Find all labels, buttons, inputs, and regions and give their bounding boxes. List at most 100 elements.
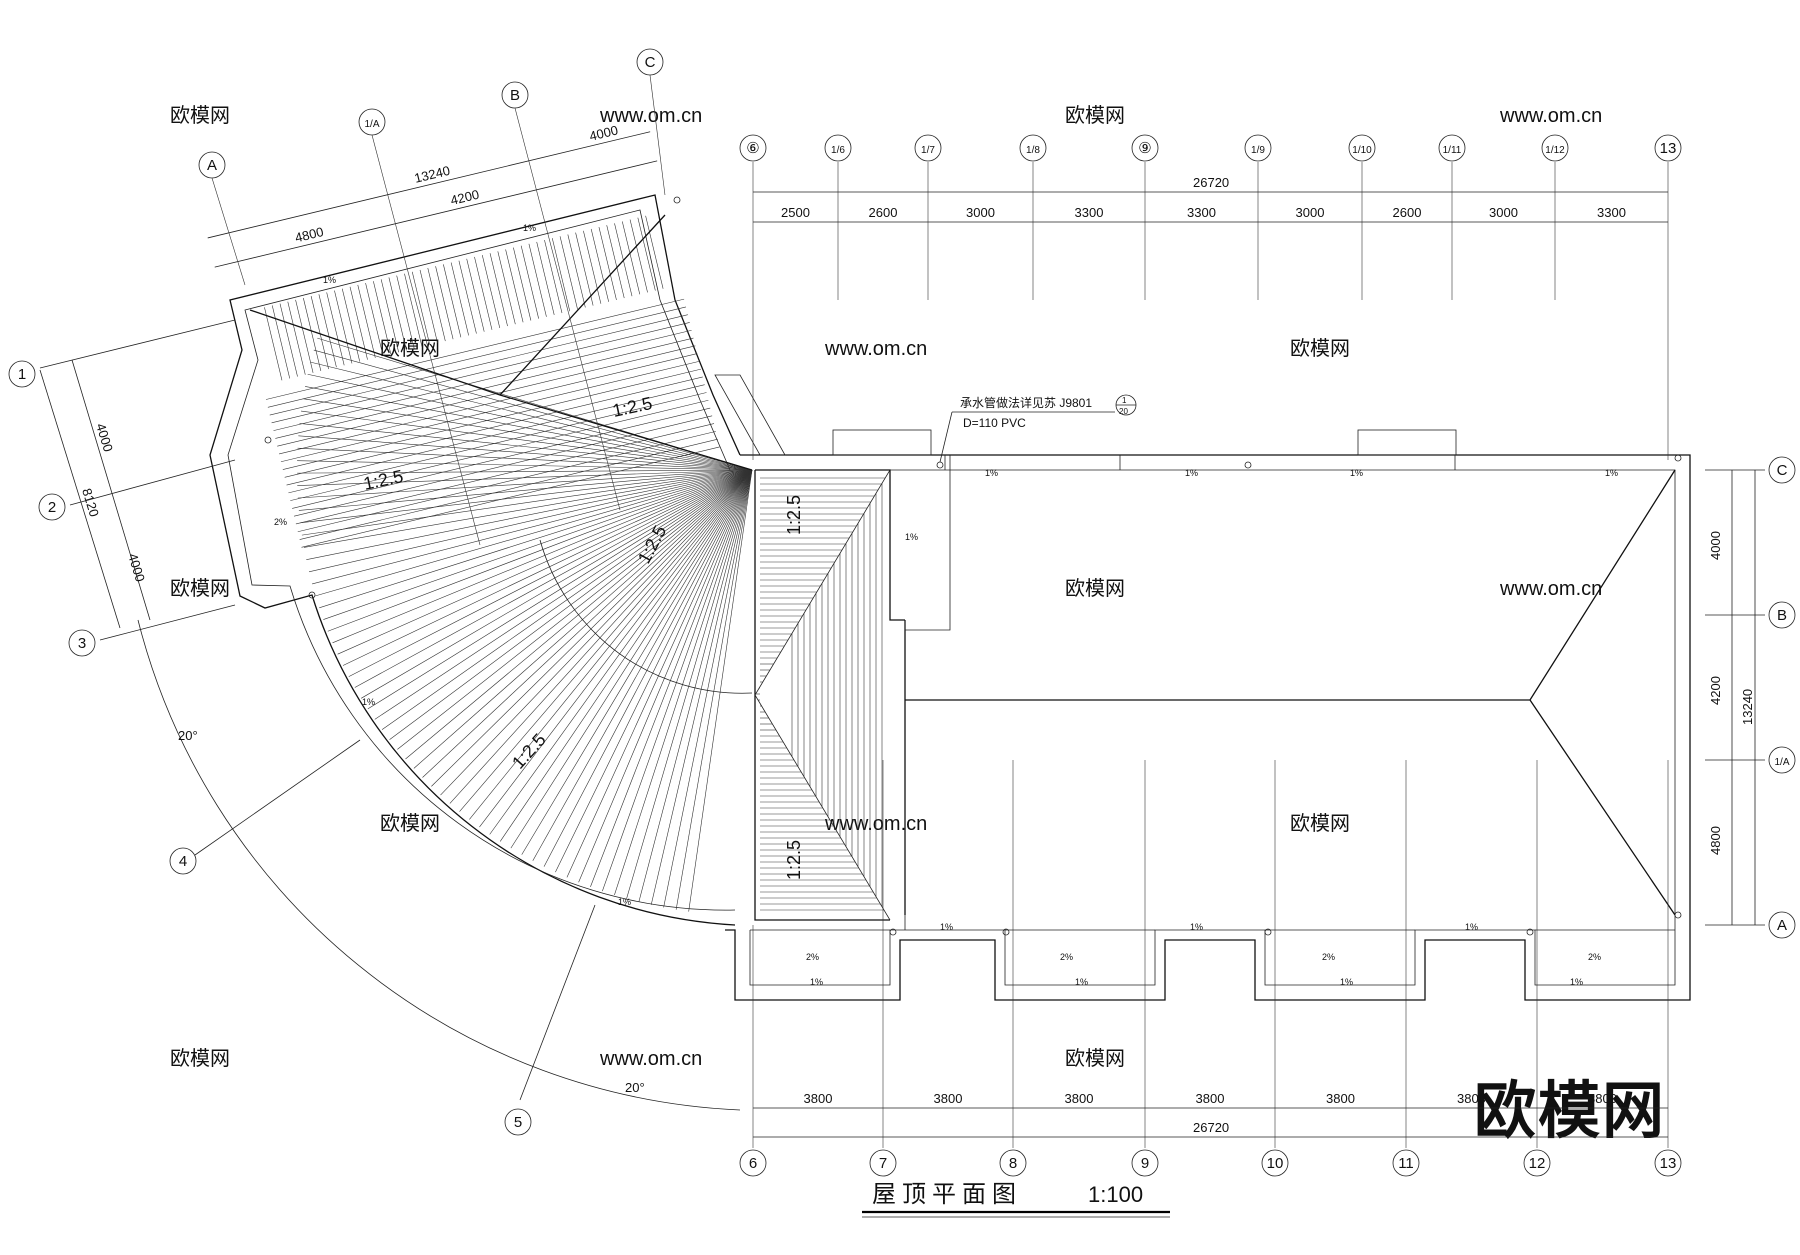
drain-slope-label: 2%	[1060, 952, 1073, 962]
fan-hatch-line	[308, 469, 753, 573]
axis-label: 13	[1660, 1155, 1677, 1172]
drain-slope-label: 1%	[1605, 468, 1618, 478]
hatch-line	[380, 279, 399, 353]
axis-bubble-circle	[8, 360, 36, 388]
hatch-line	[606, 225, 625, 299]
axis-label: 8	[1009, 1155, 1017, 1172]
axis-bubble-bottom: 7	[869, 1149, 897, 1177]
hatch-line	[396, 275, 415, 349]
slope-label: 1:2.5	[784, 840, 804, 880]
axis-bubble-right: C	[1768, 456, 1796, 484]
drain-point	[264, 436, 272, 444]
main-wing-inner-line	[749, 469, 1676, 986]
dim-segment: 3800	[1457, 1091, 1486, 1106]
fan-hatch-line	[313, 349, 753, 471]
dim-segment: 4000	[588, 122, 620, 143]
axis-label: 1/A	[1774, 757, 1789, 768]
slope-label: 1:2.5	[784, 495, 804, 535]
axis-line-1	[39, 319, 236, 369]
curved-wing-roof: 1:2.5 1:2.5 1:2.5 1:2.5 1% 1% 2% 1% 1%	[209, 194, 786, 926]
dim-segment: 2600	[869, 205, 898, 220]
hatch-line	[544, 240, 563, 314]
hatch-line	[489, 253, 508, 327]
fan-hatch-line	[319, 469, 753, 609]
fan-hatch-line	[521, 469, 753, 855]
axis-label: A	[207, 157, 217, 174]
drain-point	[1526, 928, 1534, 936]
fan-hatch-line	[422, 469, 753, 778]
axis-label: ⑨	[1138, 140, 1151, 157]
watermark-layer: 欧模网 www.om.cn 欧模网 www.om.cn 欧模网 www.om.c…	[170, 104, 1664, 1146]
axis-bubble-left: 4	[169, 847, 197, 875]
wing-axis-bubbles: A1/ABC	[198, 48, 666, 546]
axis-bubble-circle	[1131, 1149, 1159, 1177]
drain-slope-label: 2%	[1322, 952, 1335, 962]
watermark: 欧模网	[170, 577, 230, 600]
drain-slope-label: 1%	[362, 697, 375, 707]
axis-bubble-bottom: 6	[739, 1149, 767, 1177]
axis-label: 1/7	[921, 145, 935, 156]
watermark: 欧模网	[1065, 577, 1125, 600]
axis-bubble-circle	[1348, 134, 1376, 162]
axis-bubble-circle	[739, 1149, 767, 1177]
hatch-line	[293, 415, 713, 517]
axis-bubble-circle	[1244, 134, 1272, 162]
axis-bubble-wing: 1/A	[358, 108, 386, 136]
axis-label: 10	[1267, 1155, 1284, 1172]
hatch-line	[277, 345, 696, 447]
fan-hatch-line	[298, 435, 753, 471]
fan-hatch-line	[327, 469, 753, 632]
drain-point	[936, 461, 944, 469]
watermark: 欧模网	[380, 337, 440, 360]
drain-point	[1264, 928, 1272, 936]
drain-point	[889, 928, 897, 936]
hatch-line	[536, 241, 555, 315]
dim-total: 13240	[413, 163, 452, 186]
hatch-line	[295, 423, 715, 525]
watermark: 欧模网	[1065, 1047, 1125, 1070]
downpipe-note: 承水管做法详见苏 J9801 D=110 PVC 1 20	[939, 394, 1137, 463]
fan-hatch-line	[663, 469, 753, 908]
fan-hatch-line	[307, 373, 753, 471]
fan-hatch-line	[332, 469, 753, 644]
axis-bubble-circle	[169, 847, 197, 875]
drain-slope-label: 1%	[985, 468, 998, 478]
fan-hatch-line	[413, 469, 753, 769]
axis-label: 1/11	[1443, 145, 1462, 156]
grid-line	[514, 107, 621, 511]
fan-hatch	[297, 337, 753, 912]
main-wing-outline	[725, 454, 1691, 1001]
drawing-title-block: 屋顶平面图 1:100	[862, 1181, 1170, 1218]
hatch-line	[280, 361, 700, 463]
fan-hatch-line	[297, 447, 753, 471]
axis-label: 11	[1398, 1155, 1414, 1172]
fan-hatch-line	[459, 469, 753, 812]
roof-hatch	[832, 429, 932, 456]
fan-hatch-line	[310, 361, 753, 471]
slope-label: 1:2.5	[362, 466, 405, 494]
hatch-line	[365, 282, 384, 357]
axis-bubble-left: 2	[38, 493, 66, 521]
watermark-url: www.om.cn	[599, 105, 702, 127]
axis-bubble-circle	[1261, 1149, 1289, 1177]
drain-slope-label: 1%	[905, 532, 918, 542]
hatch-line	[388, 277, 407, 351]
hatch-line	[645, 215, 664, 289]
hatch-line	[310, 296, 329, 370]
axis-label: B	[1777, 607, 1787, 624]
axis-label: 1/9	[1251, 145, 1265, 156]
axis-label: 9	[1141, 1155, 1149, 1172]
stair-core-outline	[904, 455, 951, 930]
axis-label: 6	[749, 1155, 757, 1172]
fan-hatch-line	[590, 469, 753, 887]
fan-hatch-line	[688, 469, 753, 912]
hatch-line	[621, 221, 641, 295]
dim-segment: 3000	[966, 205, 995, 220]
watermark-url: www.om.cn	[824, 813, 927, 835]
axis-bubble-circle	[1541, 134, 1569, 162]
fan-hatch-line	[348, 469, 753, 677]
connector-ridge	[754, 469, 891, 921]
axis-bubble-circle	[1392, 1149, 1420, 1177]
